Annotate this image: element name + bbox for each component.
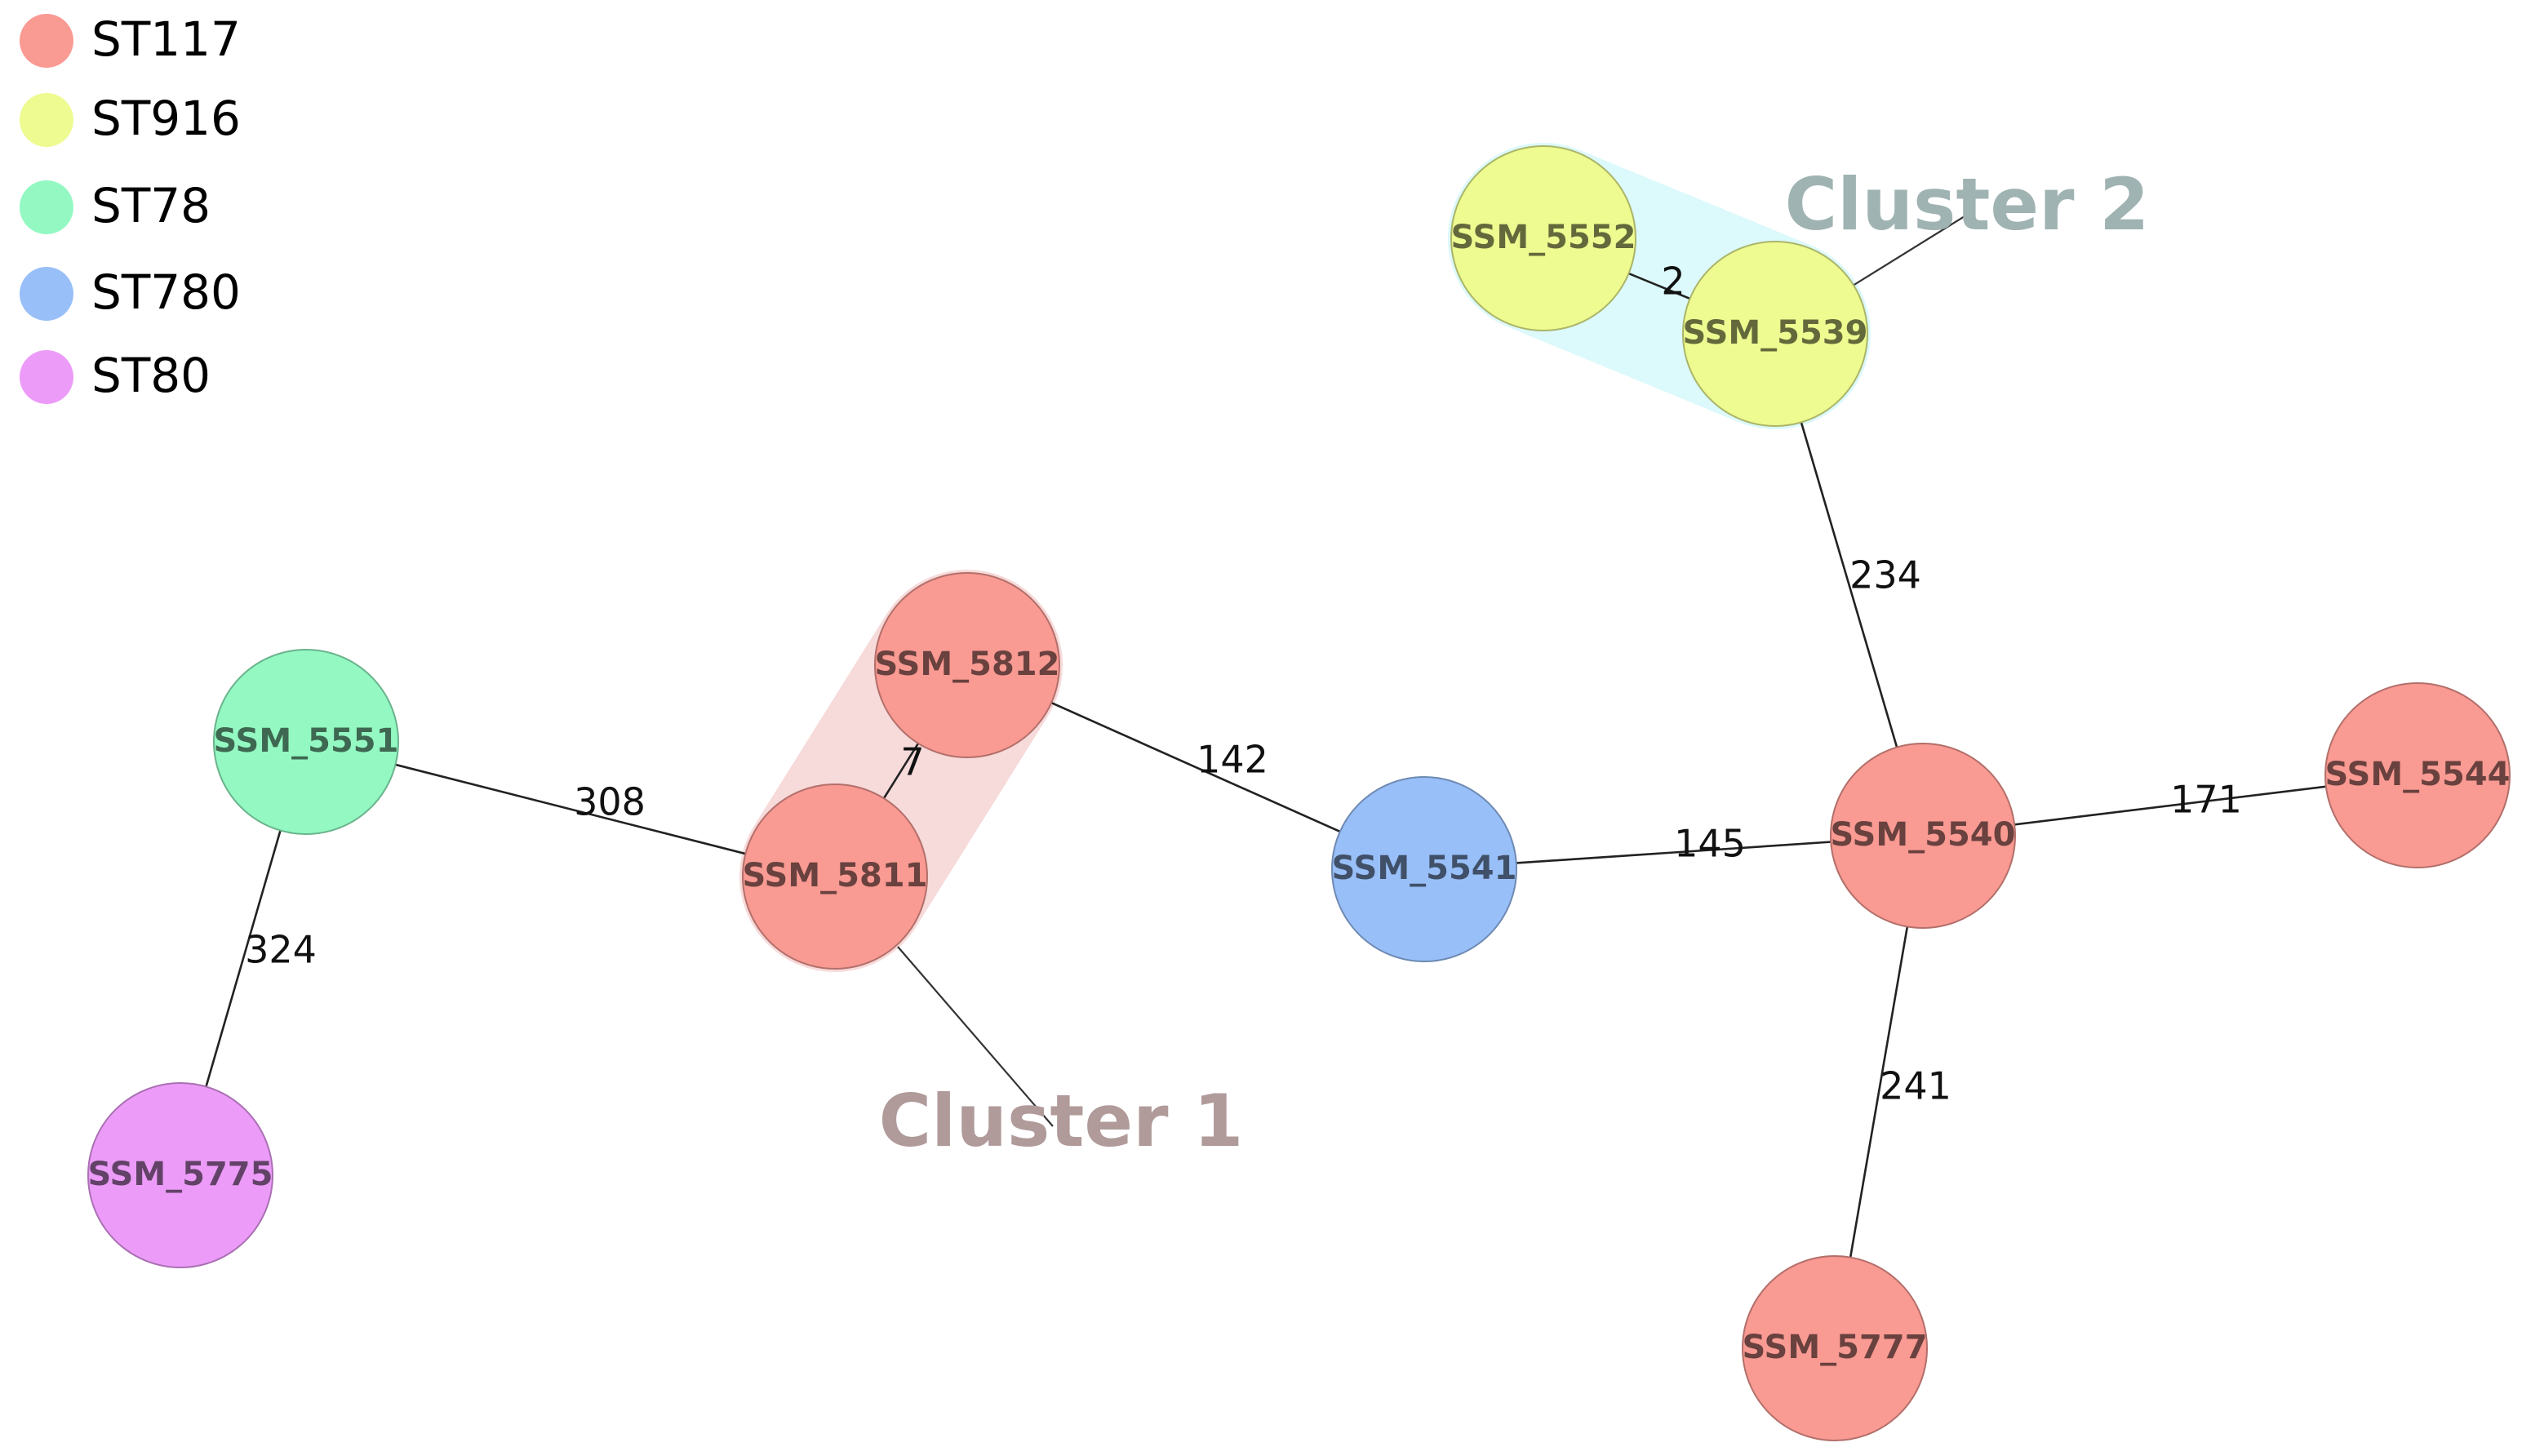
node-circle [742, 783, 928, 970]
legend-label: ST78 [91, 178, 211, 233]
legend-item-st78: ST78 [20, 178, 211, 234]
node-circle [874, 572, 1060, 758]
edge-label-SSM_5540-SSM_5777: 241 [1880, 1064, 1951, 1108]
node-circle [1450, 145, 1636, 331]
node-SSM_5539[interactable]: SSM_5539 [1682, 241, 1868, 427]
legend-swatch [20, 267, 73, 321]
node-label: SSM_5777 [1743, 1329, 1928, 1366]
edge-label-SSM_5551-SSM_5775: 324 [245, 928, 317, 972]
edge-label-SSM_5551-SSM_5811: 308 [574, 780, 646, 824]
node-circle [1682, 241, 1868, 427]
legend-label: ST916 [91, 91, 241, 146]
node-SSM_5777[interactable]: SSM_5777 [1742, 1255, 1928, 1441]
edge-label-SSM_5539-SSM_5540: 234 [1849, 553, 1921, 597]
node-SSM_5775[interactable]: SSM_5775 [87, 1082, 273, 1268]
legend-label: ST117 [91, 11, 241, 67]
legend-swatch [20, 180, 73, 234]
legend-item-st916: ST916 [20, 91, 241, 147]
node-label: SSM_5812 [875, 646, 1060, 683]
node-SSM_5811[interactable]: SSM_5811 [742, 783, 928, 970]
cluster-leader-line-2 [1852, 209, 1976, 286]
node-circle [1742, 1255, 1928, 1441]
legend-item-st80: ST80 [20, 348, 211, 404]
node-label: SSM_5551 [214, 722, 399, 760]
node-circle [87, 1082, 273, 1268]
legend-swatch [20, 14, 73, 68]
edge-label-SSM_5811-SSM_5812: 7 [900, 740, 924, 784]
legend-item-st780: ST780 [20, 264, 241, 321]
edges [179, 237, 2418, 1349]
node-label: SSM_5811 [743, 857, 928, 894]
node-label: SSM_5541 [1332, 850, 1517, 887]
node-SSM_5812[interactable]: SSM_5812 [874, 572, 1060, 758]
node-label: SSM_5775 [88, 1156, 273, 1193]
cluster-label-1: Cluster 1 [879, 1079, 1244, 1163]
legend-item-st117: ST117 [20, 11, 241, 68]
node-circle [1830, 743, 2016, 929]
cluster-label-2: Cluster 2 [1785, 162, 2150, 246]
cluster-leader-line-1 [897, 946, 1054, 1127]
node-circle [213, 649, 399, 835]
node-SSM_5551[interactable]: SSM_5551 [213, 649, 399, 835]
legend-swatch [20, 93, 73, 147]
legend-label: ST80 [91, 348, 211, 403]
node-SSM_5541[interactable]: SSM_5541 [1331, 776, 1517, 962]
node-SSM_5552[interactable]: SSM_5552 [1450, 145, 1636, 331]
node-label: SSM_5540 [1831, 816, 2016, 854]
node-circle [2324, 682, 2511, 868]
cluster-labels: Cluster 1 Cluster 2 [879, 162, 2150, 1163]
edge-labels: 2 7 308 324 142 145 234 171 241 [245, 260, 2242, 1108]
node-label: SSM_5552 [1451, 219, 1636, 256]
node-SSM_5544[interactable]: SSM_5544 [2324, 682, 2511, 868]
legend-swatch [20, 350, 73, 404]
node-label: SSM_5539 [1683, 314, 1868, 352]
edge-label-SSM_5540-SSM_5544: 171 [2170, 778, 2242, 822]
node-SSM_5540[interactable]: SSM_5540 [1830, 743, 2016, 929]
node-label: SSM_5544 [2325, 756, 2511, 793]
edge-label-SSM_5541-SSM_5540: 145 [1674, 822, 1746, 866]
node-circle [1331, 776, 1517, 962]
edge-label-SSM_5812-SSM_5541: 142 [1197, 738, 1268, 782]
edge-label-SSM_5552-SSM_5539: 2 [1661, 260, 1685, 304]
legend-label: ST780 [91, 264, 241, 320]
